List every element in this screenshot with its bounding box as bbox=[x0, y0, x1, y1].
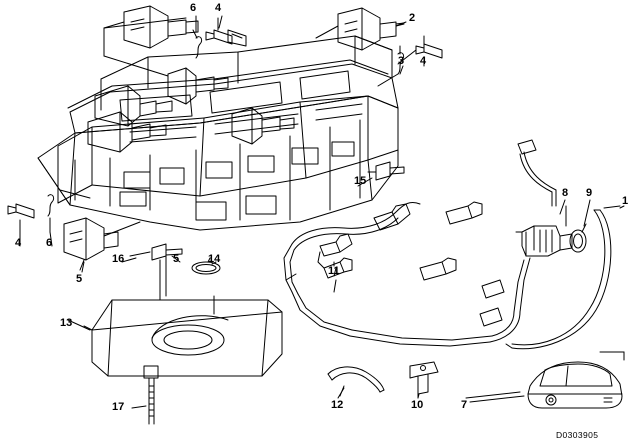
callout-14: 14 bbox=[208, 253, 221, 265]
callout-5-left: 5 bbox=[76, 273, 83, 285]
callout-10: 10 bbox=[411, 399, 424, 411]
callout-8: 8 bbox=[562, 187, 569, 199]
callout-2: 2 bbox=[409, 12, 416, 24]
callout-7: 7 bbox=[461, 399, 468, 411]
callout-5-mid: 5 bbox=[173, 253, 180, 265]
diagram-part-number: D0303905 bbox=[556, 430, 599, 440]
callout-3: 3 bbox=[398, 55, 405, 67]
callout-12: 12 bbox=[331, 399, 344, 411]
callout-6-left: 6 bbox=[46, 237, 53, 249]
callout-13: 13 bbox=[60, 317, 73, 329]
callout-6-top: 6 bbox=[190, 2, 197, 14]
callout-9: 9 bbox=[586, 187, 593, 199]
callout-11: 11 bbox=[328, 265, 340, 277]
callout-17: 17 bbox=[112, 401, 125, 413]
callout-4-topright: 4 bbox=[420, 55, 427, 67]
callout-4-left: 4 bbox=[15, 237, 22, 249]
callout-16: 16 bbox=[112, 253, 125, 265]
callout-15: 15 bbox=[354, 175, 367, 187]
callout-1: 1 bbox=[622, 195, 629, 207]
callout-4-top: 4 bbox=[215, 2, 222, 14]
